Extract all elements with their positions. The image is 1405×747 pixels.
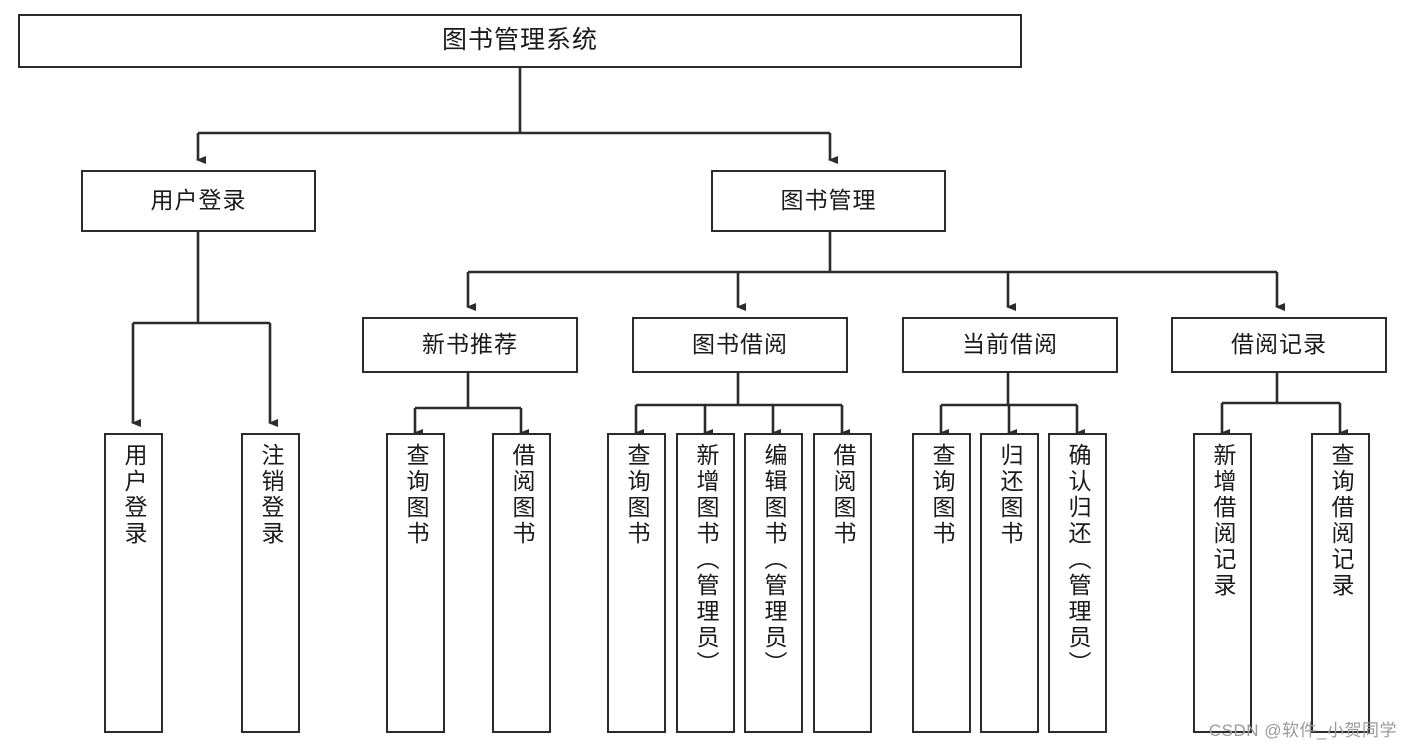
node-root-system[interactable]: 图书管理系统 [18, 14, 1022, 68]
node-label: 确认归还（管理员） [1065, 443, 1091, 677]
leaf-return-book[interactable]: 归还图书 [980, 433, 1039, 733]
node-label: 图书管理 [780, 187, 877, 214]
leaf-confirm-return[interactable]: 确认归还（管理员） [1048, 433, 1107, 733]
node-label: 查询图书 [624, 443, 650, 547]
leaf-query-book-1[interactable]: 查询图书 [386, 433, 445, 733]
node-label: 归还图书 [997, 443, 1023, 547]
node-label: 新书推荐 [422, 331, 518, 358]
node-label: 借阅图书 [830, 443, 856, 547]
leaf-logout[interactable]: 注销登录 [241, 433, 300, 733]
leaf-query-book-3[interactable]: 查询图书 [912, 433, 971, 733]
leaf-borrow-book-2[interactable]: 借阅图书 [813, 433, 872, 733]
node-book-borrow[interactable]: 图书借阅 [632, 317, 848, 373]
leaf-borrow-book-1[interactable]: 借阅图书 [492, 433, 551, 733]
leaf-query-book-2[interactable]: 查询图书 [607, 433, 666, 733]
node-label: 编辑图书（管理员） [761, 443, 787, 677]
node-label: 查询借阅记录 [1328, 443, 1354, 599]
node-label: 图书管理系统 [441, 26, 598, 55]
node-label: 借阅记录 [1231, 331, 1327, 358]
leaf-add-book[interactable]: 新增图书（管理员） [676, 433, 735, 733]
node-label: 新增图书（管理员） [693, 443, 719, 677]
leaf-user-login[interactable]: 用户登录 [104, 433, 163, 733]
node-user-login[interactable]: 用户登录 [81, 170, 316, 232]
node-borrow-record[interactable]: 借阅记录 [1171, 317, 1387, 373]
leaf-edit-book[interactable]: 编辑图书（管理员） [744, 433, 803, 733]
csdn-watermark: CSDN @软件_小贺同学 [1208, 721, 1397, 740]
leaf-add-record[interactable]: 新增借阅记录 [1193, 433, 1252, 733]
node-label: 当前借阅 [962, 331, 1058, 358]
node-new-book-recommend[interactable]: 新书推荐 [362, 317, 578, 373]
node-current-borrow[interactable]: 当前借阅 [902, 317, 1118, 373]
node-label: 图书借阅 [692, 331, 788, 358]
node-label: 查询图书 [403, 443, 429, 547]
node-label: 注销登录 [258, 443, 284, 547]
leaf-query-record[interactable]: 查询借阅记录 [1311, 433, 1370, 733]
node-label: 新增借阅记录 [1210, 443, 1236, 599]
node-label: 用户登录 [150, 187, 247, 214]
node-label: 借阅图书 [509, 443, 535, 547]
node-label: 用户登录 [121, 443, 147, 547]
node-label: 查询图书 [929, 443, 955, 547]
node-book-manage[interactable]: 图书管理 [711, 170, 946, 232]
